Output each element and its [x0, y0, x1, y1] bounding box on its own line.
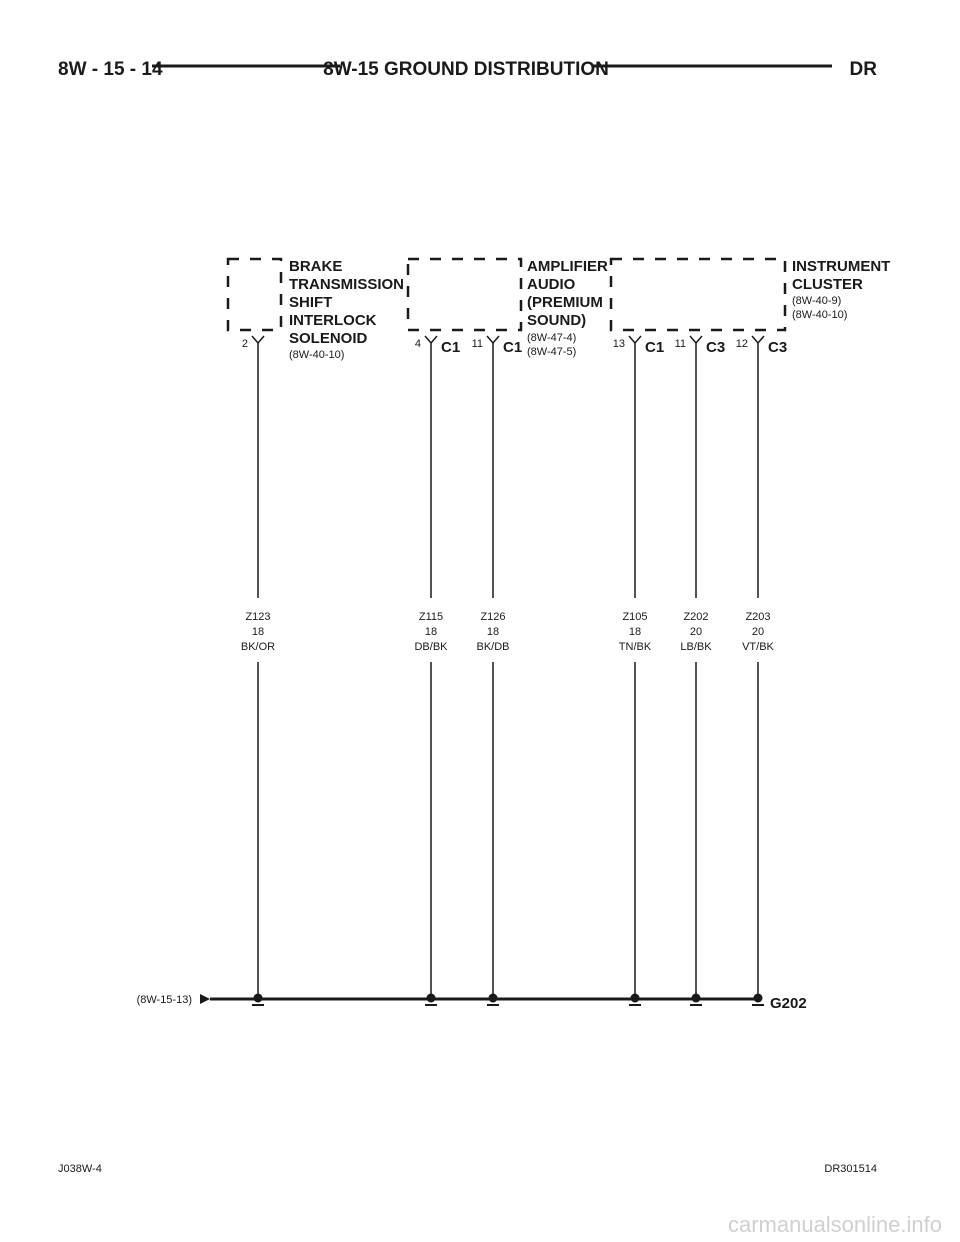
pin-terminal-icon — [424, 335, 438, 345]
component-name-line: AMPLIFIER — [527, 258, 608, 275]
component-box-instrument-cluster — [609, 257, 787, 332]
wire-circuit: Z123 — [245, 611, 270, 623]
wire-color: VT/BK — [742, 641, 774, 653]
page-title: 8W-15 GROUND DISTRIBUTION — [323, 59, 609, 80]
ground-bus: (8W-15-13) G202 — [137, 994, 807, 1012]
pin-number: 11 — [472, 338, 483, 350]
component-ref: (8W-40-9) — [792, 295, 841, 307]
wire-gauge: 18 — [252, 626, 264, 638]
component-ref: (8W-40-10) — [289, 349, 344, 361]
component-name-line: CLUSTER — [792, 276, 863, 293]
component-box-brake-solenoid — [226, 257, 283, 332]
wire-color: BK/DB — [476, 641, 509, 653]
pin-number: 12 — [736, 338, 748, 350]
wire-color: BK/OR — [241, 641, 275, 653]
wire-circuit: Z202 — [683, 611, 708, 623]
component-instrument-cluster-label: INSTRUMENT CLUSTER (8W-40-9) (8W-40-10) — [792, 258, 890, 321]
connector-id: C1 — [441, 339, 460, 356]
wire-gauge: 20 — [752, 626, 764, 638]
pin-terminal-icon — [251, 335, 265, 345]
component-ref: (8W-47-4) — [527, 332, 576, 344]
connector-id: C3 — [768, 339, 787, 356]
footer-left-code: J038W-4 — [58, 1163, 102, 1175]
wire-gauge: 18 — [487, 626, 499, 638]
wire-circuit: Z126 — [480, 611, 505, 623]
model-code: DR — [850, 59, 878, 80]
component-name-line: SOUND) — [527, 312, 586, 329]
wire-gauge: 18 — [629, 626, 641, 638]
page-number: 8W - 15 - 14 — [58, 59, 163, 80]
wire-gauge: 18 — [425, 626, 437, 638]
component-name-line: TRANSMISSION — [289, 276, 404, 293]
component-name-line: INTERLOCK — [289, 312, 377, 329]
wire-color: DB/BK — [414, 641, 448, 653]
watermark: carmanualsonline.info — [728, 1212, 942, 1237]
pin-terminal-icon — [628, 335, 642, 345]
footer-right-code: DR301514 — [824, 1163, 877, 1175]
wire-circuit: Z203 — [745, 611, 770, 623]
component-name-line: INSTRUMENT — [792, 258, 890, 275]
component-name-line: AUDIO — [527, 276, 576, 293]
wire-circuit: Z115 — [419, 611, 443, 623]
component-name-line: SOLENOID — [289, 330, 368, 347]
component-name-line: SHIFT — [289, 294, 332, 311]
wire-color: TN/BK — [619, 641, 652, 653]
pin-terminal-icon — [486, 335, 500, 345]
wire-color: LB/BK — [680, 641, 712, 653]
continuation-ref: (8W-15-13) — [137, 994, 192, 1006]
page-header: 8W - 15 - 14 8W-15 GROUND DISTRIBUTION D… — [58, 59, 877, 80]
pin-terminal-icon — [751, 335, 765, 345]
component-name-line: (PREMIUM — [527, 294, 603, 311]
pin-terminal-icon — [689, 335, 703, 345]
pin-number: 2 — [242, 338, 248, 350]
component-ref: (8W-40-10) — [792, 309, 847, 321]
ground-name: G202 — [770, 995, 807, 1012]
wire-circuit: Z105 — [622, 611, 647, 623]
connector-id: C1 — [645, 339, 664, 356]
component-brake-solenoid-label: BRAKE TRANSMISSION SHIFT INTERLOCK SOLEN… — [289, 258, 404, 361]
continuation-arrow-icon — [200, 994, 210, 1004]
wire-gauge: 20 — [690, 626, 702, 638]
pin-number: 4 — [415, 338, 421, 350]
connector-id: C1 — [503, 339, 522, 356]
component-box-amplifier — [406, 257, 523, 332]
component-name-line: BRAKE — [289, 258, 342, 275]
component-amplifier-label: AMPLIFIER AUDIO (PREMIUM SOUND) (8W-47-4… — [527, 258, 608, 358]
connector-id: C3 — [706, 339, 725, 356]
pin-number: 11 — [675, 338, 686, 350]
pin-number: 13 — [613, 338, 625, 350]
component-ref: (8W-47-5) — [527, 346, 576, 358]
